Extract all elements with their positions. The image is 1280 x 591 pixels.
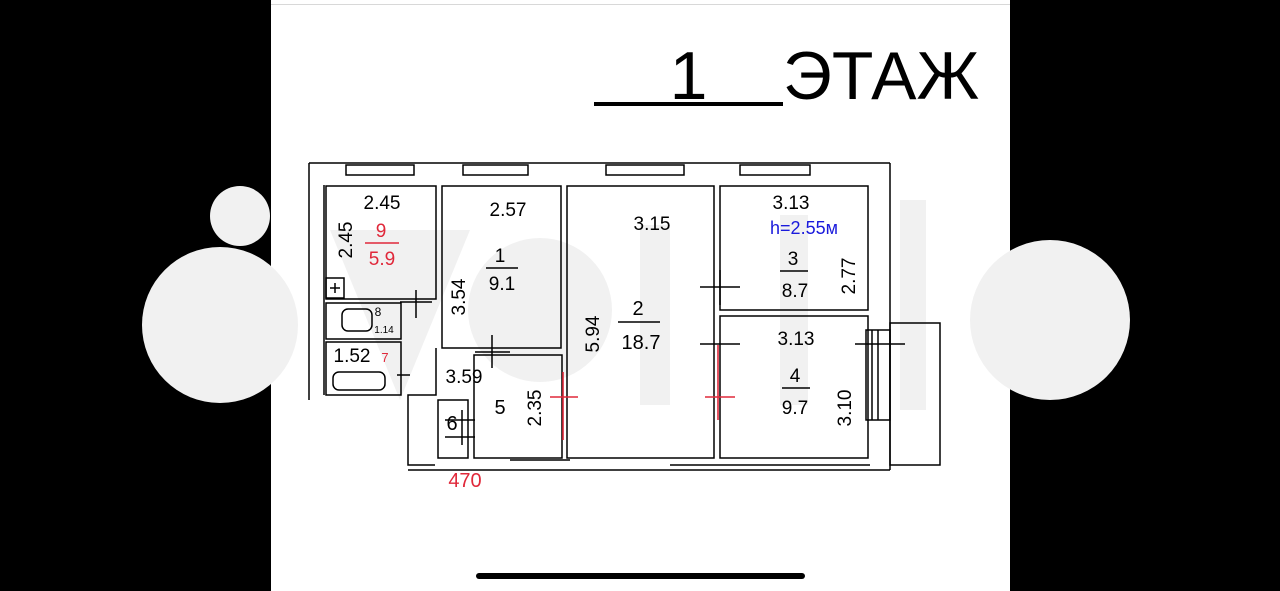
room-3-width: 3.13 (773, 193, 810, 214)
room-9-length: 2.45 (336, 222, 357, 259)
room-6-number: 6 (446, 413, 457, 435)
room-9-number: 9 (376, 221, 387, 242)
room-5-number: 5 (494, 397, 505, 419)
room-5-width: 2.35 (525, 390, 546, 427)
room-5-length: 3.59 (446, 367, 483, 388)
room-4-width: 3.13 (778, 329, 815, 350)
page-title: 1 ЭТАЖ (594, 36, 979, 116)
room-1-area: 9.1 (489, 274, 515, 295)
room-3-area: 8.7 (782, 281, 808, 302)
room-1-length: 3.54 (449, 278, 470, 315)
room-9-area: 5.9 (369, 249, 395, 270)
room-8-number: 8 (375, 305, 382, 319)
room-4-number: 4 (790, 366, 801, 387)
room-2-width: 3.15 (634, 214, 671, 235)
room-8-length: 1.14 (374, 325, 394, 336)
room-7-number: 7 (381, 350, 388, 365)
floor-word: ЭТАЖ (782, 38, 980, 114)
room-9-width: 2.45 (364, 193, 401, 214)
red-marks (550, 345, 735, 440)
wall-lines (308, 162, 941, 471)
home-indicator[interactable] (476, 573, 805, 579)
floor-number: 1 (594, 36, 783, 116)
room-2-area: 18.7 (622, 332, 661, 354)
room-2-number: 2 (632, 298, 643, 320)
room-1-number: 1 (495, 246, 506, 267)
room-7-length: 1.52 (334, 346, 371, 367)
ceiling-height: h=2.55м (770, 218, 838, 238)
room-3-number: 3 (788, 249, 799, 270)
top-rule (271, 4, 1010, 5)
room-4-area: 9.7 (782, 398, 808, 419)
door-width-note: 470 (448, 470, 481, 492)
room-3-length: 2.77 (839, 258, 860, 295)
room-1-width: 2.57 (490, 200, 527, 221)
room-4-length: 3.10 (835, 390, 856, 427)
room-2-length: 5.94 (583, 315, 604, 352)
